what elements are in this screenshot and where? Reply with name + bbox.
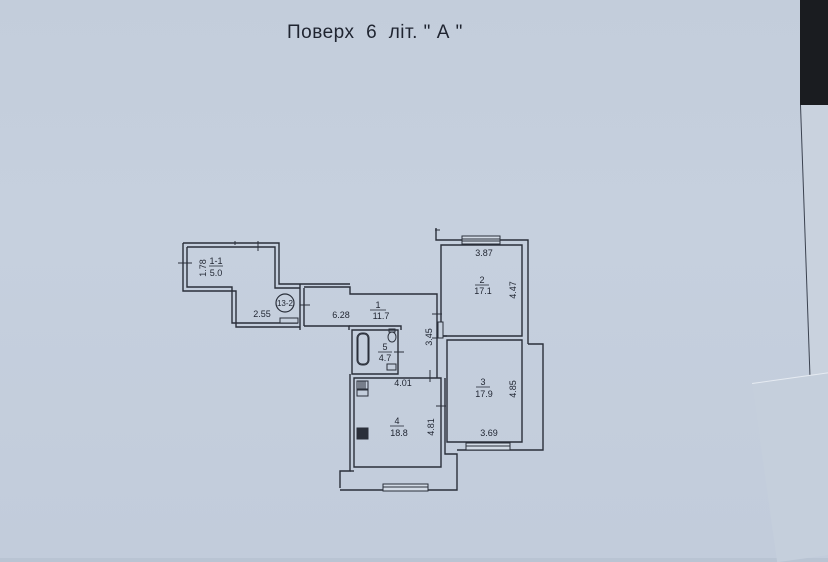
window-room-2 — [461, 235, 501, 245]
toilet-icon — [387, 331, 397, 343]
room-1-number: 1 — [375, 300, 380, 310]
room-1-1-number: 1-1 — [209, 256, 222, 266]
room-3-number: 3 — [480, 377, 485, 387]
stove-icon — [356, 427, 369, 440]
room-4-width: 4.01 — [394, 378, 412, 388]
background-surface — [800, 0, 828, 107]
bathtub-icon — [356, 332, 370, 366]
room-1-height: 3.45 — [424, 328, 434, 346]
room-1-1-height: 1.78 — [198, 259, 208, 277]
sink-icon — [386, 363, 397, 371]
wall-room-1-1 — [182, 243, 300, 328]
section-marker-label: 13-2 — [277, 299, 294, 308]
room-2-height: 4.47 — [508, 281, 518, 299]
room-4-area: 18.8 — [390, 428, 408, 438]
room-2-width: 3.87 — [475, 248, 493, 258]
room-3-area: 17.9 — [475, 389, 493, 399]
wall-room-4 — [353, 377, 442, 468]
wall-room-3 — [446, 339, 523, 443]
room-1-area: 11.7 — [373, 311, 390, 321]
room-3-height: 4.85 — [508, 380, 518, 398]
room-4-number: 4 — [394, 416, 399, 426]
room-2-number: 2 — [479, 275, 484, 285]
page-title: Поверх 6 літ. " А " — [287, 22, 463, 43]
room-5-number: 5 — [382, 342, 387, 352]
room-1-width: 6.28 — [332, 310, 350, 320]
room-1-1-area: 5.0 — [210, 268, 223, 278]
room-3-width: 3.69 — [480, 428, 498, 438]
room-1-1-width: 2.55 — [253, 309, 271, 319]
room-5-area: 4.7 — [379, 353, 392, 363]
room-4-height: 4.81 — [426, 418, 436, 436]
section-marker-icon — [275, 293, 295, 313]
wall-room-2 — [440, 244, 523, 337]
room-2-area: 17.1 — [474, 286, 492, 296]
